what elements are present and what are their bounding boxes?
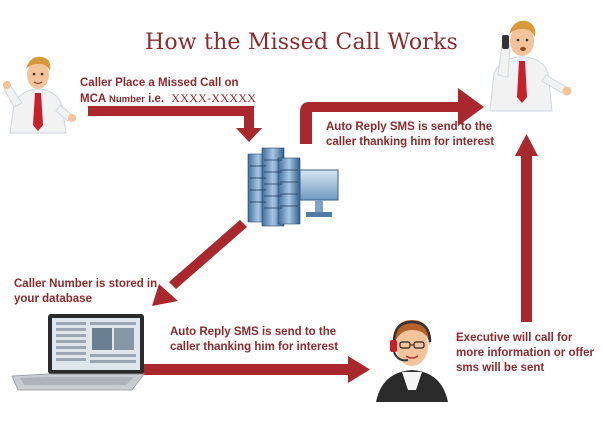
arrow-server-to-caller-top <box>300 88 484 144</box>
arrow-executive-to-caller <box>515 134 538 322</box>
step1-line2: MCA Number i.e. XXXX-XXXXX <box>80 91 256 107</box>
step1-small: Number <box>108 94 145 105</box>
step4-caption: Auto Reply SMS is send to the caller tha… <box>170 325 338 355</box>
step3-line1: Caller Number is stored in <box>14 278 158 290</box>
arrow-server-to-laptop <box>152 220 247 306</box>
step4-line2: caller thanking him for interest <box>170 341 339 353</box>
arrow-caller-to-server <box>88 106 262 142</box>
arrow-laptop-to-executive <box>137 356 370 383</box>
step1-line1: Caller Place a Missed Call on <box>80 77 239 89</box>
step3-caption: Caller Number is stored in your database <box>14 277 157 307</box>
mca-number: XXXX-XXXXX <box>171 91 257 105</box>
step2-line1: Auto Reply SMS is send to the <box>326 121 493 133</box>
step4-line1: Auto Reply SMS is send to the <box>170 326 337 338</box>
step5-caption: Executive will call for more information… <box>456 331 594 376</box>
step5-line1: Executive will call for <box>456 332 573 344</box>
step5-line2: more information or offer <box>456 347 595 359</box>
step3-line2: your database <box>14 293 92 305</box>
step1-prefix: MCA <box>80 93 106 105</box>
step5-line3: sms will be sent <box>456 362 545 374</box>
step2-line2: caller thanking him for interest <box>326 136 495 148</box>
step2-caption: Auto Reply SMS is send to the caller tha… <box>326 120 494 150</box>
step1-suffix: i.e. <box>148 93 165 105</box>
diagram-title: How the Missed Call Works <box>144 30 459 55</box>
step1-caption: Caller Place a Missed Call on MCA Number… <box>80 76 256 107</box>
